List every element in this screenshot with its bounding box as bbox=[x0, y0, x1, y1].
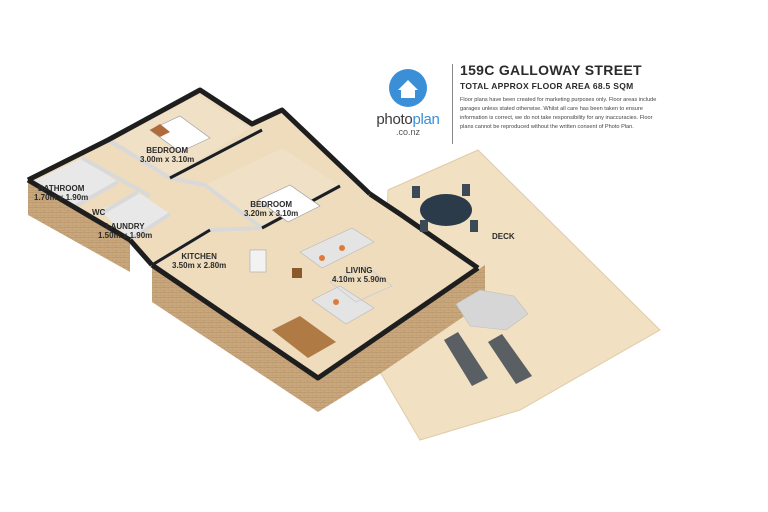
room-label-bedroom-2: BEDROOM 3.20m x 3.10m bbox=[244, 200, 298, 218]
room-dims: 4.10m x 5.90m bbox=[332, 275, 387, 284]
bed-2 bbox=[257, 184, 321, 223]
room-label-bathroom: BATHROOM 1.70m x 1.90m bbox=[34, 184, 88, 202]
brand-name-part2: plan bbox=[412, 111, 440, 128]
brand-name: photoplan bbox=[368, 112, 448, 127]
dining-table bbox=[272, 316, 336, 358]
room-name: KITCHEN bbox=[181, 252, 217, 261]
room-label-bedroom-1: BEDROOM 3.00m x 3.10m bbox=[140, 146, 194, 164]
fridge bbox=[249, 249, 267, 273]
room-name: LIVING bbox=[345, 266, 373, 275]
room-name: BEDROOM bbox=[250, 200, 293, 209]
photoplan-logo-icon bbox=[389, 69, 427, 107]
disclaimer-text: Floor plans have been created for market… bbox=[460, 97, 657, 130]
bed-1 bbox=[149, 115, 211, 153]
page-title: 159C GALLOWAY STREET bbox=[460, 62, 642, 78]
room-label-wc: WC bbox=[92, 208, 105, 217]
header-divider bbox=[452, 64, 453, 144]
exterior-brick-wall-right bbox=[318, 265, 485, 412]
room-label-laundry: LAUNDRY 1.50m x 1.90m bbox=[98, 222, 152, 240]
room-label-deck: DECK bbox=[492, 232, 515, 241]
exterior-brick-wall-left bbox=[28, 180, 130, 272]
room-dims: 1.70m x 1.90m bbox=[34, 193, 89, 202]
room-name: WC bbox=[92, 208, 106, 217]
exterior-brick-wall-front bbox=[152, 265, 318, 412]
room-dims: 1.50m x 1.90m bbox=[98, 231, 153, 240]
room-name: BATHROOM bbox=[37, 184, 85, 193]
outdoor-dining bbox=[412, 184, 478, 232]
room-name: LAUNDRY bbox=[105, 222, 145, 231]
room-name: BEDROOM bbox=[146, 146, 189, 155]
wall-tops bbox=[26, 87, 480, 381]
room-dims: 3.00m x 3.10m bbox=[140, 155, 195, 164]
brand-domain: .co.nz bbox=[395, 127, 420, 137]
room-dims: 3.50m x 2.80m bbox=[172, 261, 227, 270]
brand-name-part1: photo bbox=[376, 111, 413, 128]
living-furniture bbox=[292, 227, 393, 325]
room-label-kitchen: KITCHEN 3.50m x 2.80m bbox=[172, 252, 226, 270]
room-dims: 3.20m x 3.10m bbox=[244, 209, 299, 218]
floor-area-subtitle: TOTAL APPROX FLOOR AREA 68.5 SQM bbox=[460, 81, 634, 91]
room-label-living: LIVING 4.10m x 5.90m bbox=[332, 266, 386, 284]
umbrella bbox=[455, 289, 529, 331]
room-name: DECK bbox=[492, 232, 515, 241]
sun-loungers bbox=[444, 332, 532, 386]
